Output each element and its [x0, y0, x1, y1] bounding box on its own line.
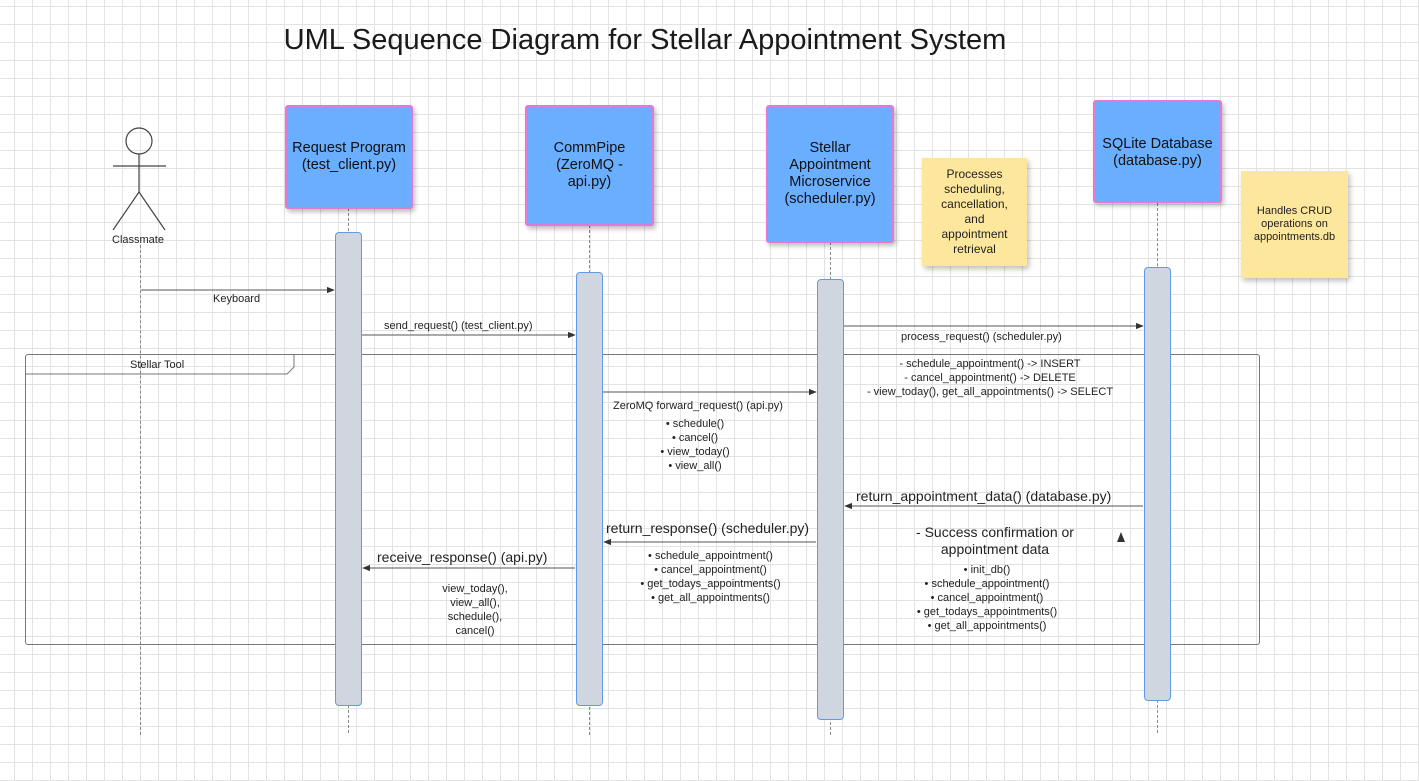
- forward-bullets: • schedule() • cancel() • view_today() •…: [660, 418, 730, 472]
- success-confirmation-label: - Success confirmation or appointment da…: [916, 524, 1074, 557]
- return-response-label: return_response() (scheduler.py): [606, 520, 810, 536]
- client-calls-label: view_today(), view_all(), schedule(), ca…: [442, 583, 508, 637]
- scheduler-bullets: • schedule_appointment() • cancel_appoin…: [640, 550, 781, 604]
- request-program-activation: [335, 232, 362, 706]
- sqlite-database-participant: SQLite Database (database.py): [1093, 100, 1222, 203]
- stellar-tool-frame-label: Stellar Tool: [130, 359, 185, 371]
- database-note: Handles CRUD operations on appointments.…: [1241, 171, 1348, 278]
- commpipe-activation: [576, 272, 603, 706]
- keyboard-label: Keyboard: [213, 293, 261, 305]
- send-request-label: send_request() (test_client.py): [384, 320, 533, 332]
- process-details-label: - schedule_appointment() -> INSERT - can…: [866, 358, 1114, 398]
- commpipe-participant: CommPipe (ZeroMQ - api.py): [525, 105, 654, 226]
- stellar-tool-frame: [25, 354, 1260, 645]
- request-program-participant: Request Program (test_client.py): [285, 105, 413, 209]
- classmate-actor-icon: [112, 127, 166, 231]
- stellar-microservice-participant: Stellar Appointment Microservice (schedu…: [766, 105, 894, 243]
- classmate-lifeline: [140, 245, 141, 735]
- frame-label-tab: [26, 355, 295, 375]
- receive-response-label: receive_response() (api.py): [377, 549, 548, 565]
- classmate-actor-label: Classmate: [112, 234, 164, 246]
- scheduler-note: Processes scheduling, cancellation, and …: [922, 158, 1027, 266]
- return-appointment-data-label: return_appointment_data() (database.py): [856, 488, 1112, 504]
- sqlite-database-activation: [1144, 267, 1171, 701]
- process-request-label: process_request() (scheduler.py): [901, 331, 1062, 343]
- forward-request-label: ZeroMQ forward_request() (api.py): [613, 400, 783, 412]
- diagram-title: UML Sequence Diagram for Stellar Appoint…: [283, 24, 1007, 56]
- stellar-microservice-activation: [817, 279, 844, 720]
- pointer-icon: [1117, 532, 1125, 542]
- db-bullets: • init_db() • schedule_appointment() • c…: [916, 564, 1058, 632]
